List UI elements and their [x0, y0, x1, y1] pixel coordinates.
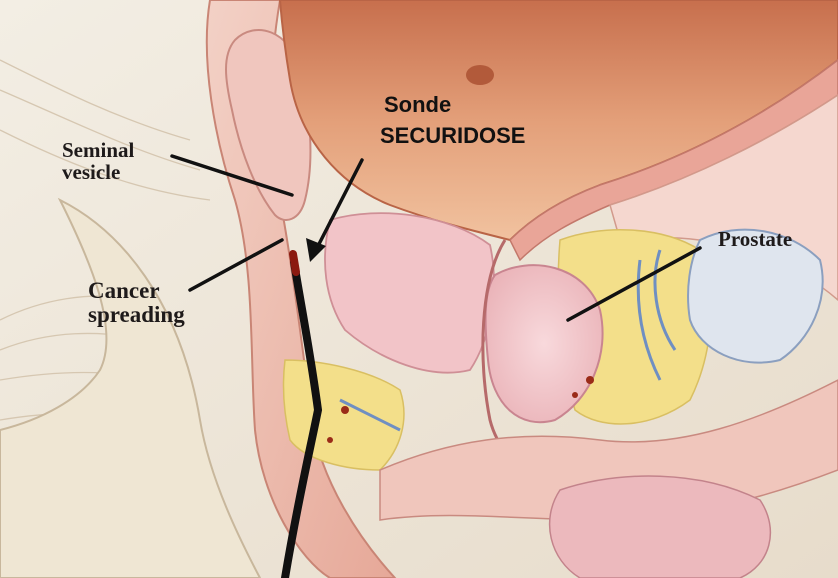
- cancer-spreading-label-line2: spreading: [88, 303, 185, 327]
- seminal-vesicle-label: Seminal vesicle: [62, 139, 134, 183]
- seminal-vesicle-label-line1: Seminal: [62, 139, 134, 161]
- bulb: [550, 476, 771, 578]
- sonde-label-line2: SECURIDOSE: [380, 124, 525, 147]
- sonde-label-line1: Sonde: [384, 93, 525, 116]
- prostate-label-text: Prostate: [718, 227, 792, 251]
- cancer-spreading-label-line1: Cancer: [88, 279, 185, 303]
- sonde-label: Sonde SECURIDOSE: [380, 93, 525, 147]
- cancer-spreading-label: Cancer spreading: [88, 279, 185, 327]
- seminal-vesicle-label-line2: vesicle: [62, 161, 134, 183]
- prostate-label: Prostate: [718, 228, 792, 250]
- ureteral-orifice: [466, 65, 494, 85]
- probe-tip: [293, 254, 296, 272]
